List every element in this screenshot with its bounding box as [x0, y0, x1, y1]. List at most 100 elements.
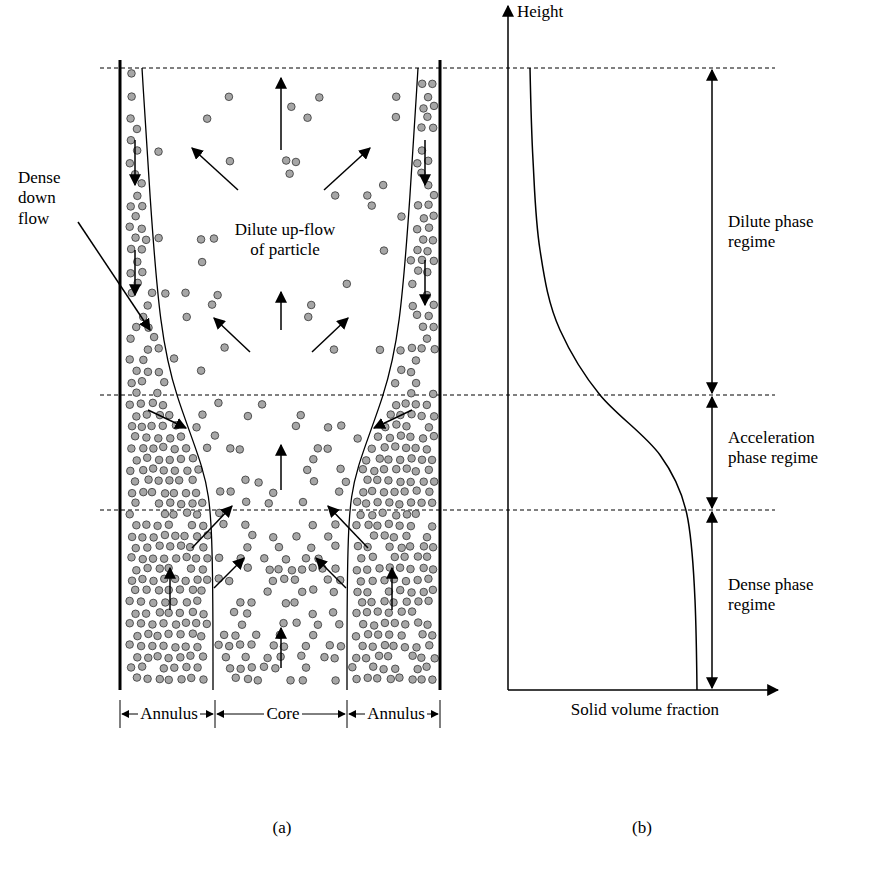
particle — [413, 644, 421, 652]
particle — [126, 597, 134, 605]
particle — [368, 445, 376, 453]
particle — [342, 478, 350, 486]
particle — [353, 566, 361, 574]
particle — [384, 652, 392, 660]
particle — [428, 632, 436, 640]
particle — [194, 576, 202, 584]
particle — [155, 345, 163, 353]
particle — [138, 202, 146, 210]
particle — [398, 544, 406, 552]
particle — [172, 621, 180, 629]
particle — [380, 465, 388, 473]
particle — [155, 500, 163, 508]
particle — [226, 157, 234, 165]
particle — [199, 566, 207, 574]
flow-arrow — [374, 410, 412, 428]
particle — [412, 510, 420, 518]
particle — [396, 501, 404, 509]
particle — [413, 225, 421, 233]
particle — [364, 476, 372, 484]
particle — [160, 555, 168, 563]
particle — [359, 642, 367, 650]
particle — [138, 225, 146, 233]
particle — [216, 488, 224, 496]
particle — [362, 654, 370, 662]
particle — [269, 577, 277, 585]
particle — [375, 652, 383, 660]
particle — [397, 347, 405, 355]
particle — [428, 456, 436, 464]
particle — [420, 478, 428, 486]
particle — [412, 468, 420, 476]
particle — [418, 345, 426, 353]
particle — [414, 576, 422, 584]
particle — [210, 235, 218, 243]
particle — [225, 93, 233, 101]
particle — [408, 455, 416, 463]
particle — [407, 522, 415, 530]
particle — [385, 609, 393, 617]
flow-arrow — [280, 292, 282, 330]
particle — [402, 400, 410, 408]
particle — [423, 446, 431, 454]
particle — [418, 80, 426, 88]
particle — [221, 344, 229, 352]
particle — [137, 642, 145, 650]
particle — [280, 575, 288, 583]
particle — [403, 465, 411, 473]
axis-title: Solid volume fraction — [555, 700, 735, 720]
particle — [171, 575, 179, 583]
particle — [165, 586, 173, 594]
particle — [193, 423, 201, 431]
particle — [386, 499, 394, 507]
flow-arrow — [214, 318, 250, 352]
particle — [376, 346, 384, 354]
particle — [177, 500, 185, 508]
particle — [287, 677, 295, 685]
particle — [189, 586, 197, 594]
particle — [160, 575, 168, 583]
particle — [132, 544, 140, 552]
particle — [330, 588, 338, 596]
particle — [380, 488, 388, 496]
particle — [392, 401, 400, 409]
particle — [354, 588, 362, 596]
particle — [407, 257, 415, 265]
particle — [165, 630, 173, 638]
particle — [309, 610, 317, 618]
particle — [182, 289, 190, 297]
regime-label: Dilute phase regime — [728, 212, 838, 253]
particle — [230, 608, 238, 616]
particle — [332, 521, 340, 529]
particle — [145, 630, 153, 638]
particle — [126, 619, 134, 627]
particle — [265, 500, 273, 508]
particle — [249, 531, 257, 539]
particle — [161, 531, 169, 539]
particle — [379, 181, 387, 189]
particle — [362, 500, 370, 508]
particle — [396, 586, 404, 594]
particle — [292, 158, 300, 166]
particle — [357, 578, 365, 586]
particle — [353, 521, 361, 529]
particle — [419, 630, 427, 638]
particle — [269, 489, 277, 497]
particle — [425, 642, 433, 650]
region-label: Dilute up-flow of particle — [232, 220, 338, 261]
particle — [172, 644, 180, 652]
particle — [303, 466, 311, 474]
particle — [242, 476, 250, 484]
particle — [143, 434, 151, 442]
particle — [291, 599, 299, 607]
particle — [140, 488, 148, 496]
particle — [199, 411, 207, 419]
particle — [214, 291, 222, 299]
particle — [197, 367, 205, 375]
flow-arrow — [312, 318, 348, 352]
particle — [379, 509, 387, 517]
particle — [380, 665, 388, 673]
particle — [198, 258, 206, 266]
particles — [126, 70, 439, 685]
particle — [403, 422, 411, 430]
